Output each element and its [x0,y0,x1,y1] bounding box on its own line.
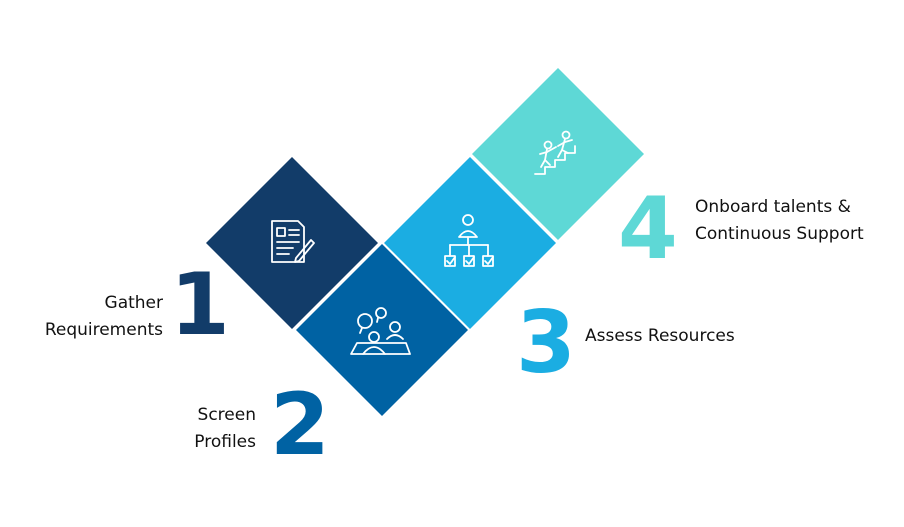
step-3-label: Assess Resources [585,323,785,350]
step-1-diamond [206,157,378,329]
step-2-label-line1: Screen [197,405,256,425]
climbing-stairs-icon [534,130,576,175]
step-4-label-line1: Onboard talents & [695,197,851,217]
step-4-number: 4 [618,179,678,279]
interview-group-icon [350,307,411,355]
step-1-label-line2: Requirements [44,320,163,340]
document-pen-icon [271,220,315,263]
step-4-label-line2: Continuous Support [695,224,864,244]
step-3-number: 3 [516,293,576,393]
step-2-label: Screen Profiles [130,402,256,456]
step-4-label: Onboard talents & Continuous Support [695,194,895,248]
step-3-label-line1: Assess Resources [585,326,735,346]
step-2-number: 2 [270,375,330,475]
step-1-number: 1 [170,255,230,355]
step-3-diamond [384,157,556,329]
step-2-diamond [296,244,468,416]
org-chart-checklist-icon [444,214,494,267]
step-4-diamond [472,68,644,240]
step-1-label-line1: Gather [104,293,163,313]
step-2-label-line2: Profiles [194,432,256,452]
step-1-label: Gather Requirements [20,290,163,344]
